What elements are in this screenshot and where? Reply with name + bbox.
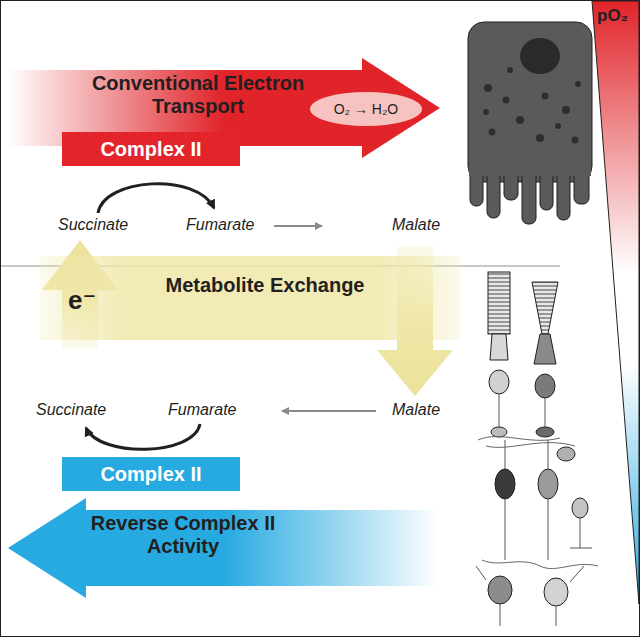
electron-label: e⁻ [68, 286, 96, 316]
metabolite-label: Malate [392, 401, 440, 419]
reverse-activity-arrow: Reverse Complex II Activity [8, 498, 440, 598]
complex-box: Complex II [62, 132, 240, 166]
po2-label: pO₂ [597, 6, 628, 26]
metabolite-label: Fumarate [168, 401, 236, 419]
reaction-arrow [98, 184, 214, 213]
band-shape [40, 256, 460, 340]
node-text: Reverse Complex II Activity [58, 512, 308, 558]
metabolite-label: Malate [392, 216, 440, 234]
node-text: Conventional Electron Transport [88, 72, 308, 118]
po2-wedge [592, 1, 639, 604]
metabolite-label: Fumarate [186, 216, 254, 234]
node-text: O₂ → H₂O [334, 101, 399, 117]
conversion-arrow [274, 225, 322, 227]
metabolite-label: Succinate [58, 216, 128, 234]
complex-box: Complex II [62, 457, 240, 491]
node-text: Complex II [100, 138, 201, 161]
node-text: Metabolite Exchange [160, 274, 370, 297]
retina-neurons [476, 272, 598, 626]
metabolite-label: Succinate [36, 401, 106, 419]
reaction-arrow [86, 424, 200, 449]
exchange-band: Metabolite Exchange [40, 256, 460, 340]
rpe-cell [468, 22, 592, 224]
reaction-ellipse: O₂ → H₂O [310, 92, 422, 126]
conversion-arrow [282, 410, 376, 412]
node-text: Complex II [100, 463, 201, 486]
